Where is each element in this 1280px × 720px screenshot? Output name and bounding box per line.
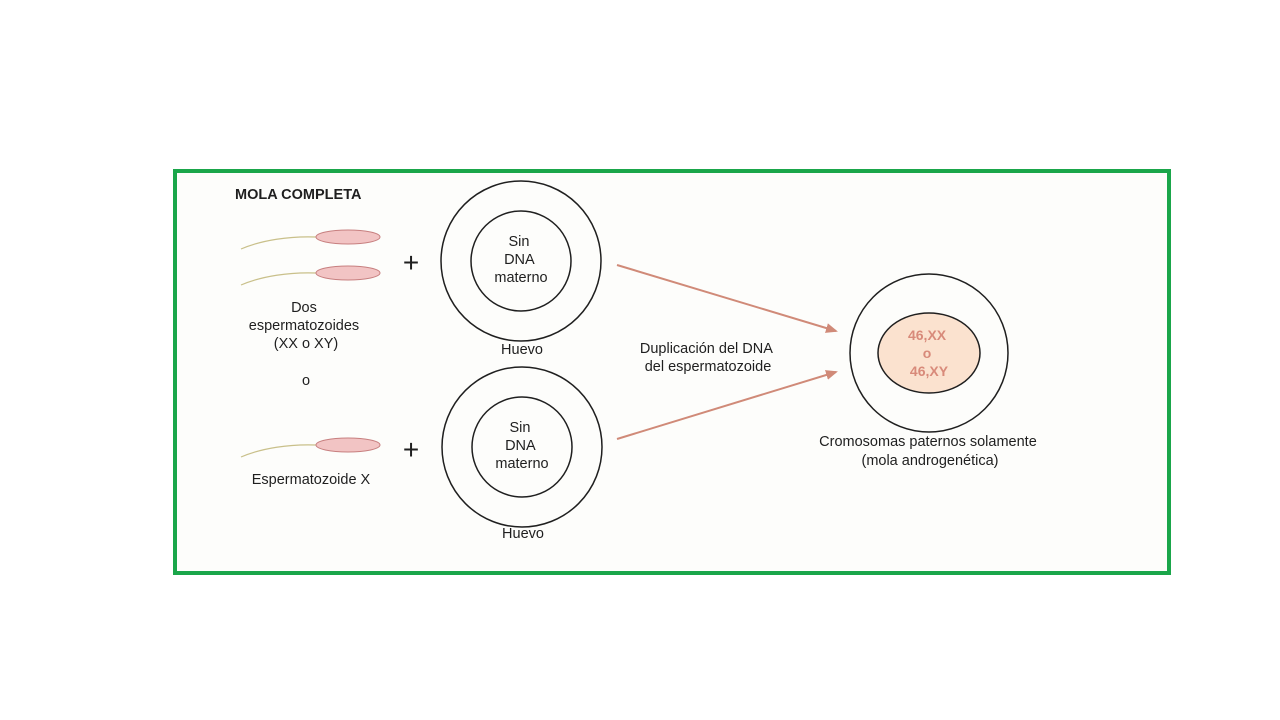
plus-sign-bottom: + [403,434,419,465]
sperm-head [315,265,381,281]
egg-label-bottom: Huevo [502,526,544,542]
sperm-head [315,437,381,453]
egg-outer-membrane [441,366,603,528]
sperm-x [240,437,381,458]
sperm-x-label: Espermatozoide X [252,472,371,488]
sperm-pair-label: Dos espermatozoides (XX o XY) [249,300,363,352]
plus-sign-top: + [403,247,419,278]
zygote-outer-membrane [849,273,1009,433]
sperm-head [315,229,381,245]
egg-label-top: Huevo [501,342,543,358]
arrow-top [616,264,838,333]
arrow-bottom [616,370,838,440]
zygote: 46,XX o 46,XY [849,273,1009,433]
diagram-title: MOLA COMPLETA [235,187,362,203]
egg-top: Sin DNA materno [440,180,602,342]
sperm-tail [240,444,317,458]
or-label: o [302,373,310,389]
egg-nucleus [471,396,573,498]
egg-nucleus [470,210,572,312]
sperm-pair [240,229,381,286]
sperm-1 [240,229,381,250]
egg-bottom: Sin DNA materno [441,366,603,528]
sperm-tail [240,272,317,286]
sperm-2 [240,265,381,286]
result-label: Cromosomas paternos solamente (mola andr… [819,434,1041,469]
arrow-label: Duplicación del DNA del espermatozoide [640,341,776,375]
egg-outer-membrane [440,180,602,342]
egg-inner-label: Sin DNA materno [495,420,548,472]
zygote-nucleus [877,312,981,394]
egg-inner-label: Sin DNA materno [494,234,547,286]
sperm-tail [240,236,317,250]
zygote-karyotype-label: 46,XX o 46,XY [908,327,950,379]
